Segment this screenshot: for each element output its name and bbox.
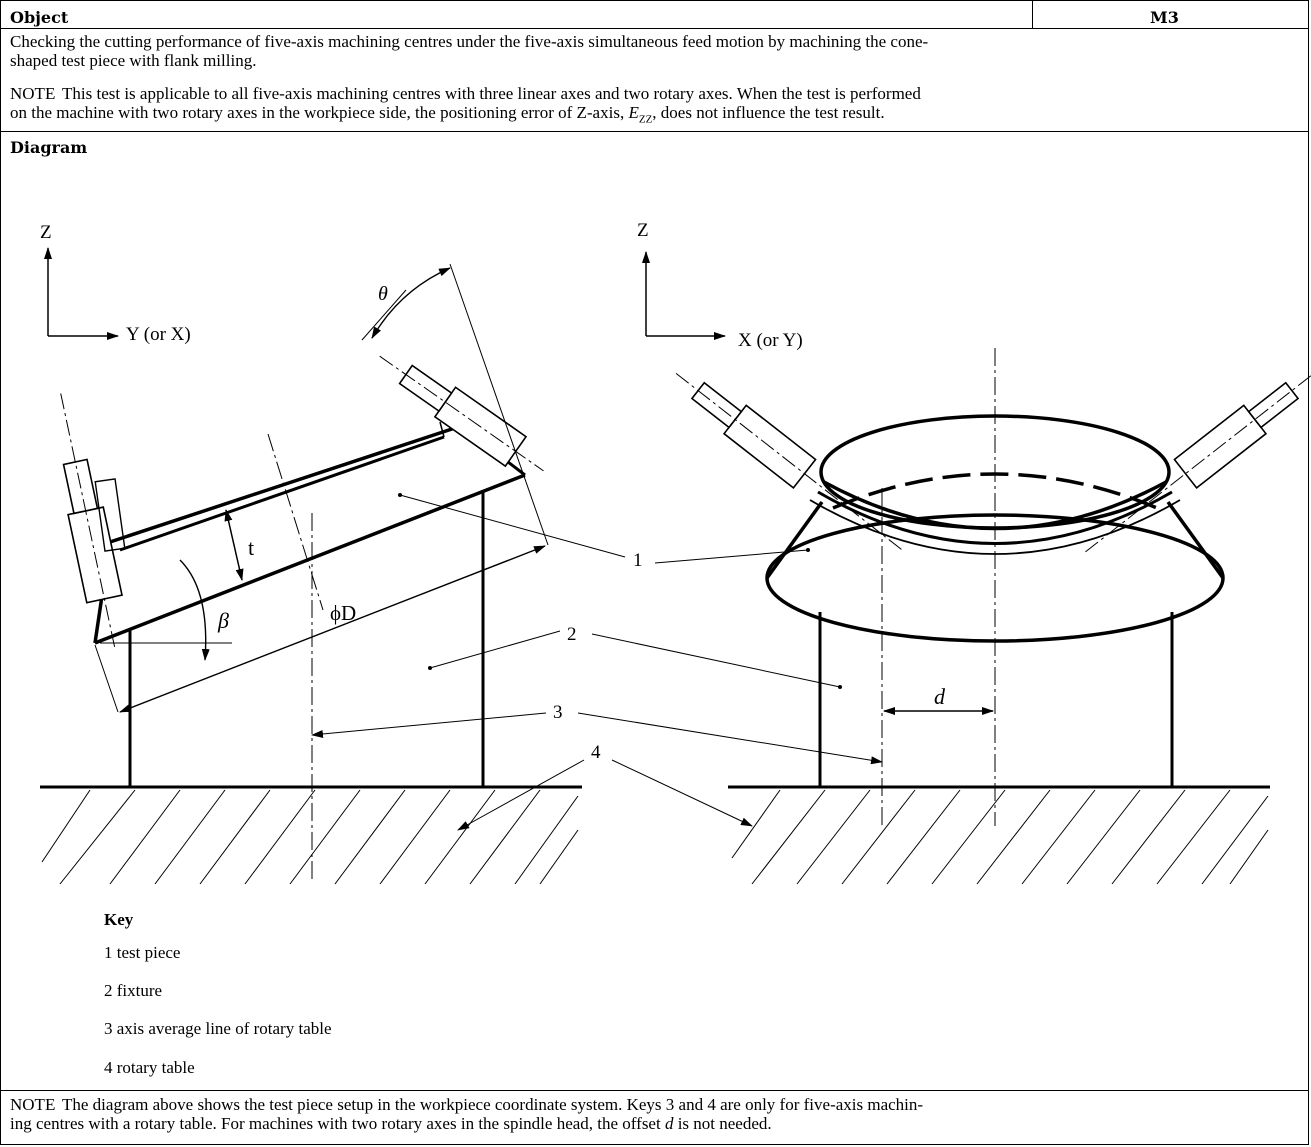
t-label: t <box>248 535 254 560</box>
test-code: M3 <box>1150 8 1179 27</box>
left-z-label: Z <box>40 222 52 243</box>
right-h-label: X (or Y) <box>738 330 803 351</box>
callout-1-leader-a <box>399 494 626 558</box>
object-description: Checking the cutting performance of five… <box>10 32 1300 70</box>
right-z-label: Z <box>637 220 649 241</box>
key-title: Key <box>104 910 134 929</box>
object-line-2: shaped test piece with flank milling. <box>10 51 257 70</box>
object-line-1: Checking the cutting performance of five… <box>10 32 929 51</box>
note-2-rule <box>0 1090 1309 1091</box>
header-divider <box>1032 0 1033 28</box>
note-1-subscript: ZZ <box>638 113 653 126</box>
header-rule <box>0 28 1309 29</box>
right-test-piece <box>765 414 1225 643</box>
right-view: Z X (or Y) <box>637 220 1311 885</box>
diagram-figure: Z Y (or X) <box>40 220 1311 885</box>
phiD-dimension <box>119 545 546 713</box>
right-hatching <box>731 789 1269 885</box>
callout-2-leader-a <box>429 630 561 669</box>
note-1-line-1: This test is applicable to all five-axis… <box>62 84 921 103</box>
left-h-label: Y (or X) <box>126 324 191 345</box>
object-header: Object <box>10 8 68 27</box>
callout-4: 4 <box>591 742 601 763</box>
key-item-1: 1 test piece <box>104 943 181 962</box>
note-2: NOTE The diagram above shows the test pie… <box>10 1095 1305 1133</box>
d-label: d <box>934 684 946 709</box>
phiD-label: ϕD <box>330 601 356 625</box>
callout-2: 2 <box>567 624 577 645</box>
callout-3-leader-a <box>311 712 547 738</box>
key-item-4: 4 rotary table <box>104 1058 195 1077</box>
callout-2-leader-b <box>591 633 841 688</box>
theta-label: θ <box>378 283 388 305</box>
theta-line-b <box>449 263 549 546</box>
note-2-label: NOTE <box>10 1095 56 1114</box>
callout-3: 3 <box>553 702 563 723</box>
left-cone-centerline <box>267 433 324 611</box>
left-test-piece <box>93 421 526 645</box>
right-tool-left <box>675 372 905 553</box>
key-item-3: 3 axis average line of rotary table <box>104 1019 332 1038</box>
left-tool-lower <box>60 393 123 648</box>
theta-arc <box>371 267 451 339</box>
note-1-rule <box>0 131 1309 132</box>
callout-1-leader-b <box>654 549 809 564</box>
beta-label: β <box>217 608 229 633</box>
left-hatching <box>41 789 579 885</box>
callout-4-leader-a <box>457 759 585 831</box>
callouts: 1 2 3 4 <box>311 493 883 831</box>
left-view: Z Y (or X) <box>40 222 582 885</box>
callout-4-leader-b <box>611 759 753 827</box>
note-1-label: NOTE <box>10 84 56 103</box>
note-2-line-1: The diagram above shows the test piece s… <box>62 1095 924 1114</box>
callout-1: 1 <box>633 550 643 571</box>
phiD-ext-line <box>94 644 119 713</box>
left-tool-lower-ghost <box>94 478 126 552</box>
note-2-symbol: d <box>664 1114 674 1133</box>
note-2-line-2-post: is not needed. <box>673 1114 772 1133</box>
note-1: NOTE This test is applicable to all five-… <box>10 84 1305 129</box>
right-tool-right <box>1085 372 1311 553</box>
object-label: Object <box>10 8 69 27</box>
note-2-line-2-pre: ing centres with a rotary table. For mac… <box>10 1114 665 1133</box>
note-1-symbol: E <box>628 103 639 122</box>
key-item-2: 2 fixture <box>104 981 163 1000</box>
note-1-line-2-post: , does not influence the test result. <box>652 103 885 122</box>
callout-3-leader-b <box>577 712 883 765</box>
t-dimension <box>224 509 244 581</box>
left-tool-upper <box>379 355 544 472</box>
diagram-heading: Diagram <box>10 138 88 157</box>
note-1-line-2-pre: on the machine with two rotary axes in t… <box>10 103 629 122</box>
